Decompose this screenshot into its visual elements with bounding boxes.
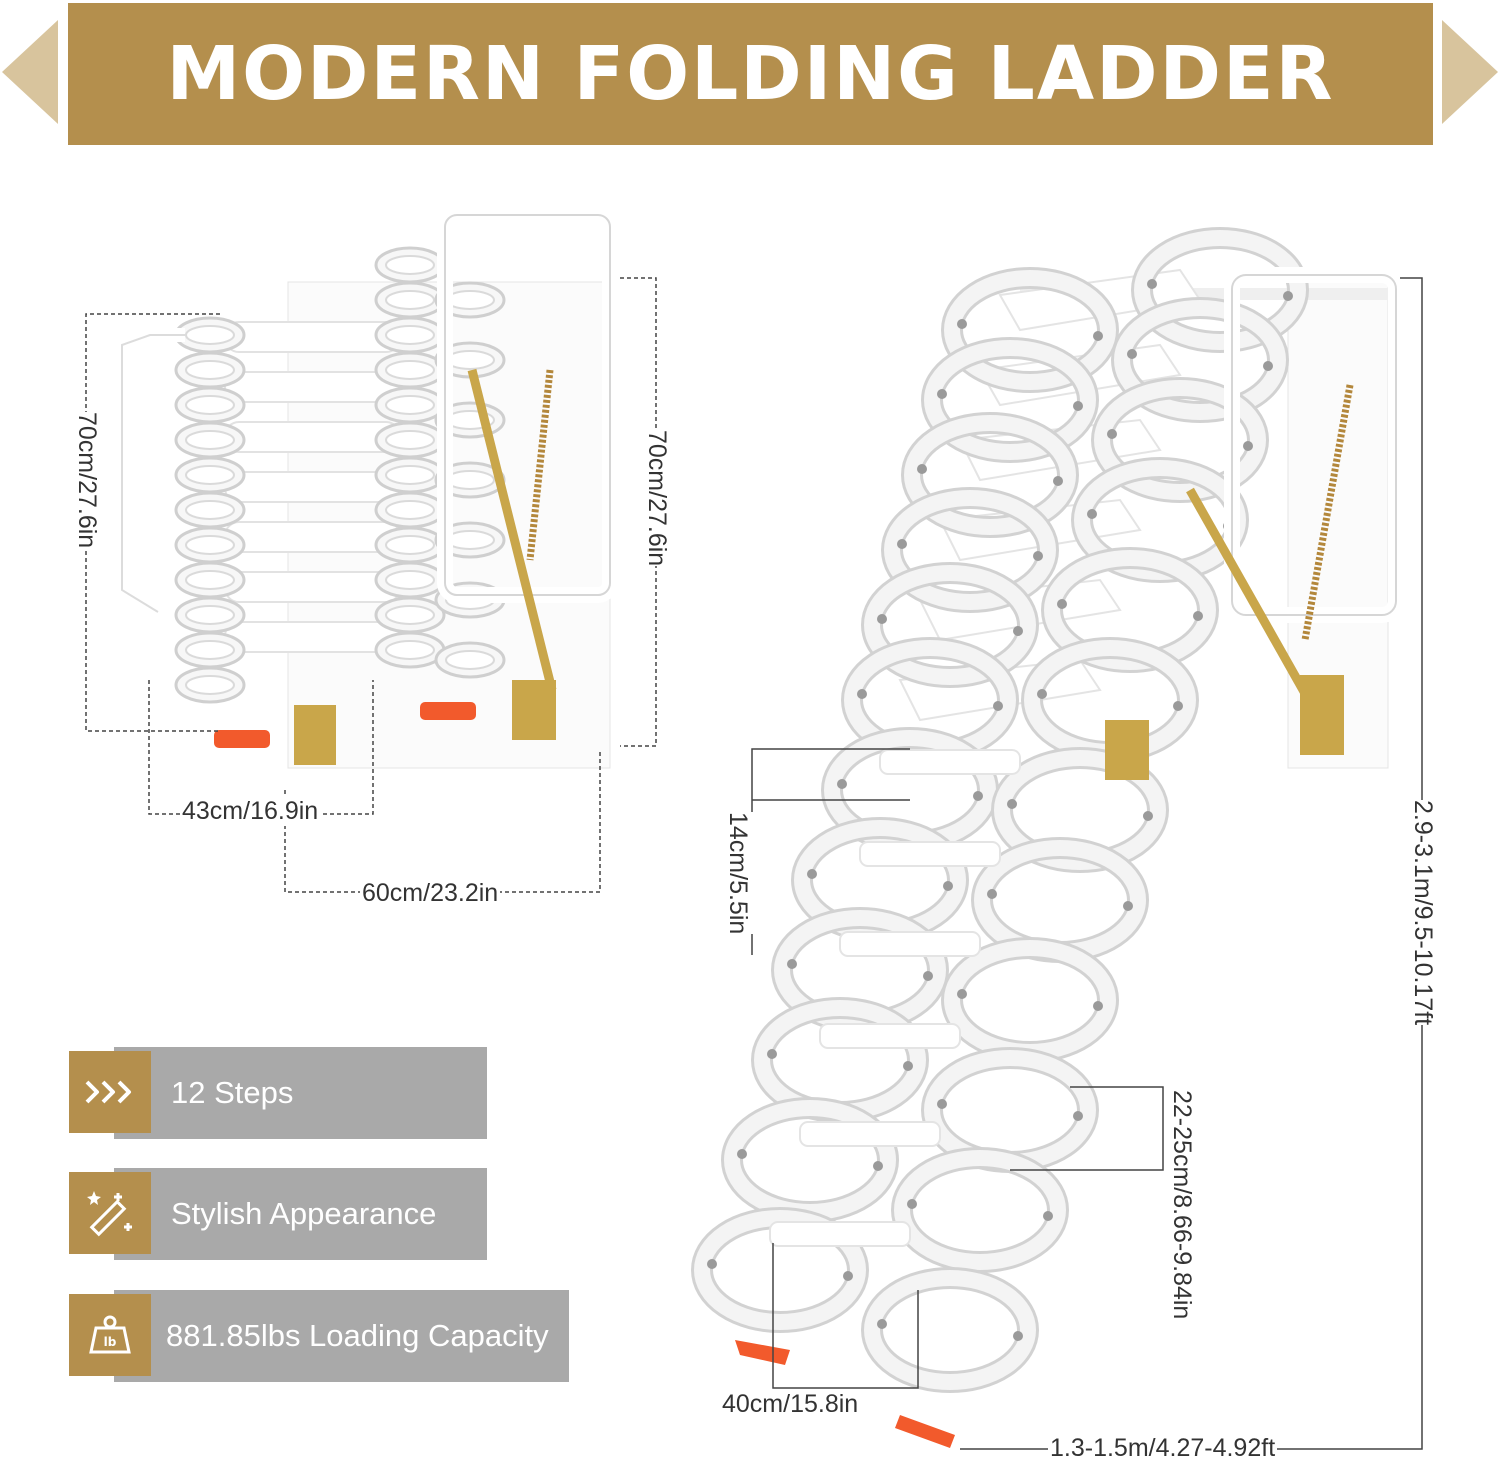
feature-capacity-label: 881.85lbs Loading Capacity [166,1318,549,1353]
dim-left-depth: 43cm/16.9in [180,797,321,826]
dim-left-height-left: 70cm/27.6in [70,412,103,549]
dim-step-rise: 14cm/5.5in [721,812,754,935]
feature-appearance: Stylish Appearance [69,1168,487,1260]
dim-total-depth: 1.3-1.5m/4.27-4.92ft [1048,1434,1278,1463]
feature-capacity: lb 881.85lbs Loading Capacity [69,1290,569,1382]
prev-arrow-icon[interactable] [2,20,58,124]
extended-ladder [702,238,1404,1448]
banner-title: MODERN FOLDING LADDER [166,31,1335,117]
weight-lb-icon: lb [69,1294,151,1376]
dim-total-height: 2.9-3.1m/9.5-10.17ft [1406,800,1439,1026]
dim-left-height-right: 70cm/27.6in [640,430,673,567]
folded-ladder [115,207,618,769]
feature-appearance-label: Stylish Appearance [171,1196,437,1231]
chevrons-right-icon [69,1051,151,1133]
title-banner: MODERN FOLDING LADDER [68,3,1433,145]
svg-text:lb: lb [104,1335,117,1349]
magic-wand-icon [69,1172,151,1254]
feature-steps: 12 Steps [69,1047,487,1139]
dim-left-width: 60cm/23.2in [360,879,501,908]
dim-step-spacing: 22-25cm/8.66-9.84in [1165,1090,1198,1320]
next-arrow-icon[interactable] [1442,20,1498,124]
dim-step-width: 40cm/15.8in [720,1390,861,1419]
feature-steps-label: 12 Steps [171,1075,294,1110]
